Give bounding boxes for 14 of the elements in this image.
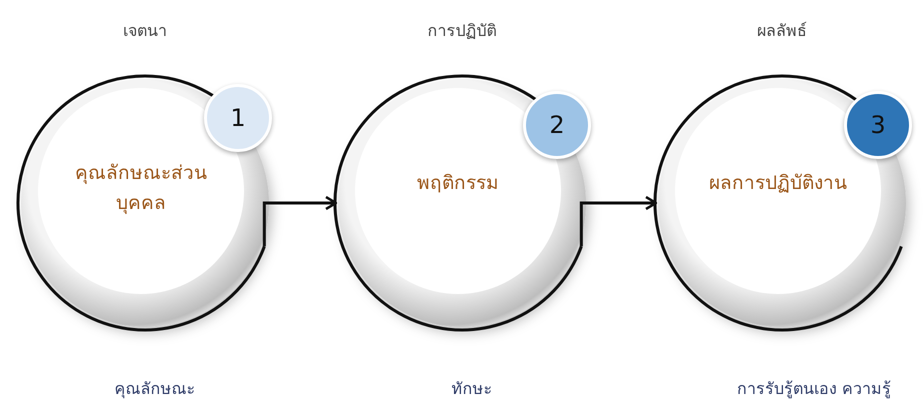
step-number-badge: 1	[204, 84, 272, 152]
step-number-badge: 2	[523, 91, 591, 159]
arrow	[262, 196, 338, 246]
arrow	[580, 196, 658, 246]
stage-heading: ผลลัพธ์	[756, 20, 808, 42]
node-label: ผลการปฏิบัติงาน	[708, 171, 848, 196]
stage-note: การรับรู้ตนเอง ความรู้	[736, 378, 892, 400]
stage-heading: การปฏิบัติ	[426, 20, 498, 42]
node-label: คุณลักษณะส่วนบุคคล	[74, 161, 208, 216]
stage-note: ทักษะ	[450, 378, 494, 400]
node-label: พฤติกรรม	[416, 171, 500, 196]
stage-heading: เจตนา	[122, 20, 168, 42]
stage-note: คุณลักษณะ	[114, 378, 196, 400]
step-number-badge: 3	[844, 91, 912, 159]
